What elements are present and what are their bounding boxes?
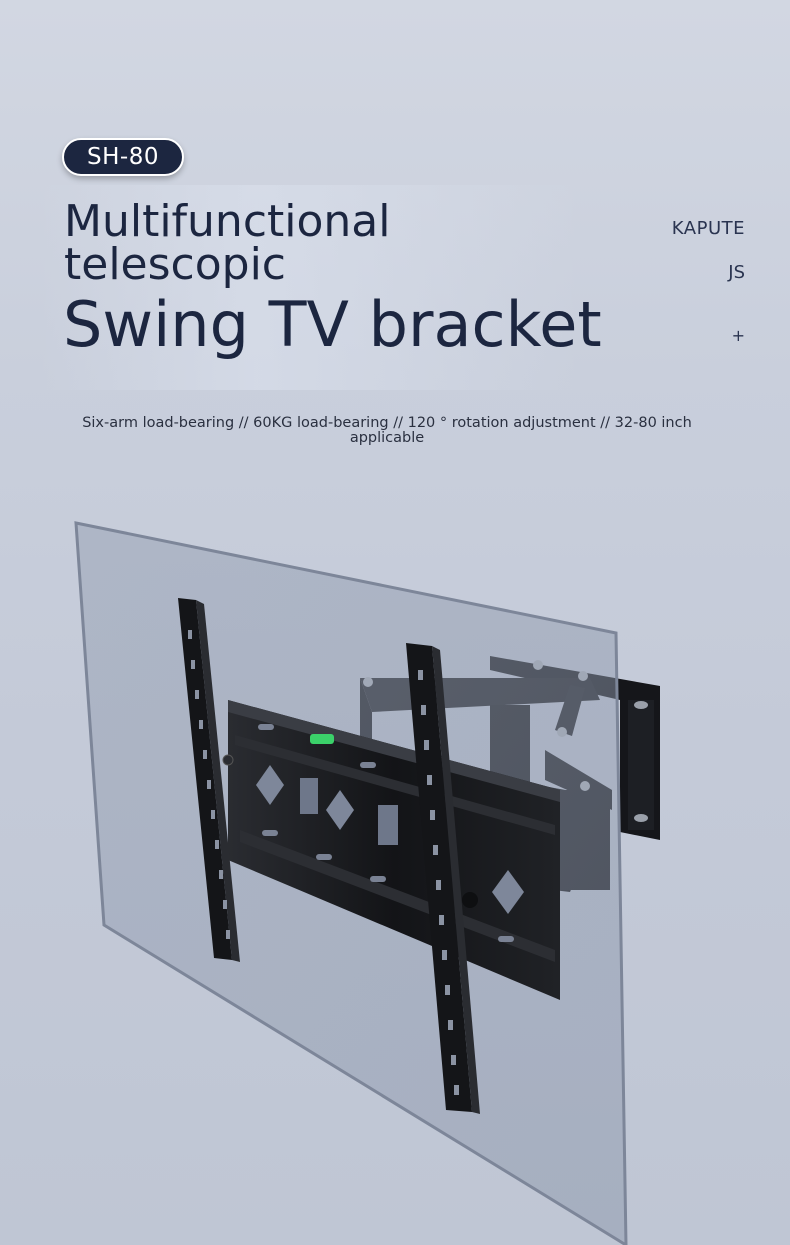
model-badge: SH-80 <box>62 138 184 176</box>
right-vertical-rail-icon <box>406 643 480 1114</box>
spec-line: Six-arm load-bearing // 60KG load-bearin… <box>82 415 692 446</box>
headline-line-1: Multifunctional <box>64 196 391 247</box>
header-backdrop <box>40 185 580 390</box>
plus-symbol: + <box>731 326 745 345</box>
headline-line-2: telescopic <box>64 239 286 290</box>
headline-line-3: Swing TV bracket <box>63 288 602 361</box>
left-vertical-rail-icon <box>178 598 240 962</box>
bracket-plate-icon <box>222 700 560 1000</box>
brand-suffix: JS <box>728 262 745 283</box>
bubble-level-icon <box>310 734 334 744</box>
product-illustration <box>74 521 660 1245</box>
brand-name: KAPUTE <box>671 218 745 239</box>
